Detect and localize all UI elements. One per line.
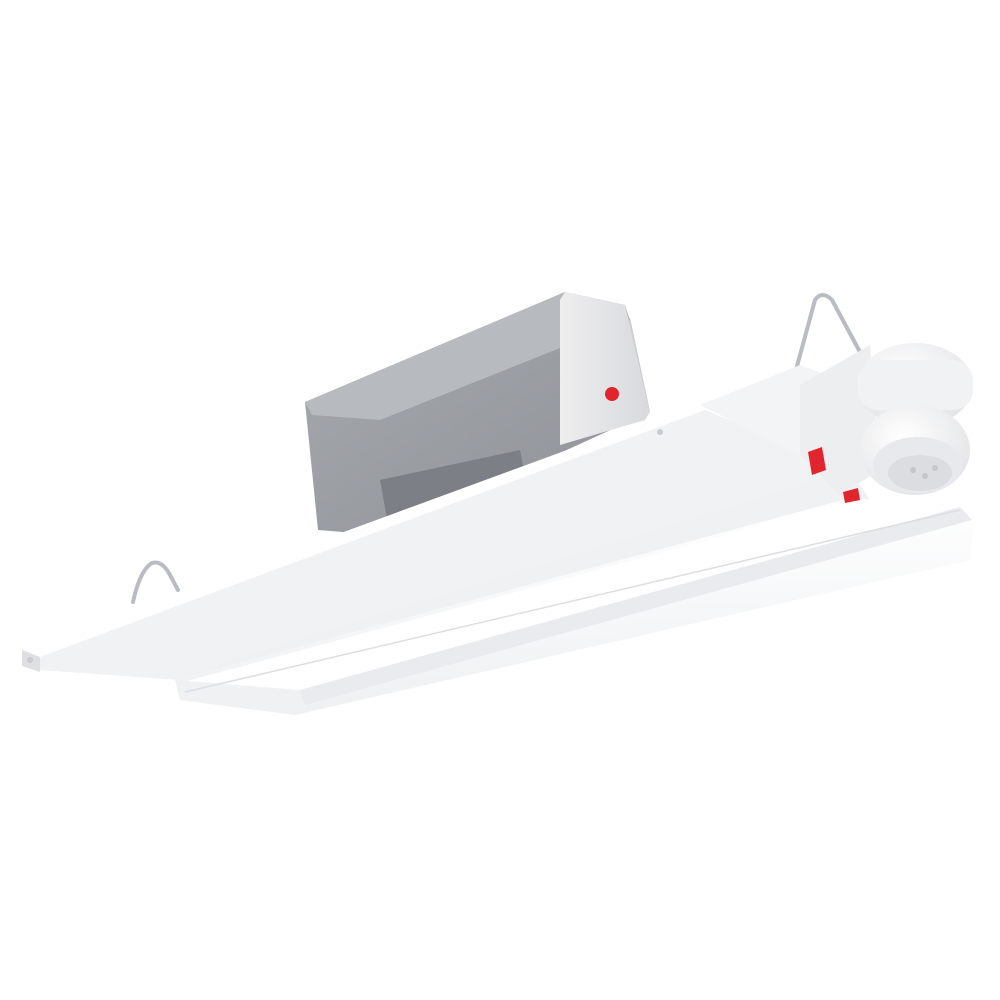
sensor-red-tab [808, 447, 826, 475]
diffuser-lens [175, 498, 975, 715]
hanger-hook-right [788, 293, 862, 394]
status-indicator [605, 387, 619, 401]
fixture-housing [22, 365, 880, 680]
hanger-hook-left [131, 560, 180, 604]
motion-sensor [800, 343, 973, 495]
